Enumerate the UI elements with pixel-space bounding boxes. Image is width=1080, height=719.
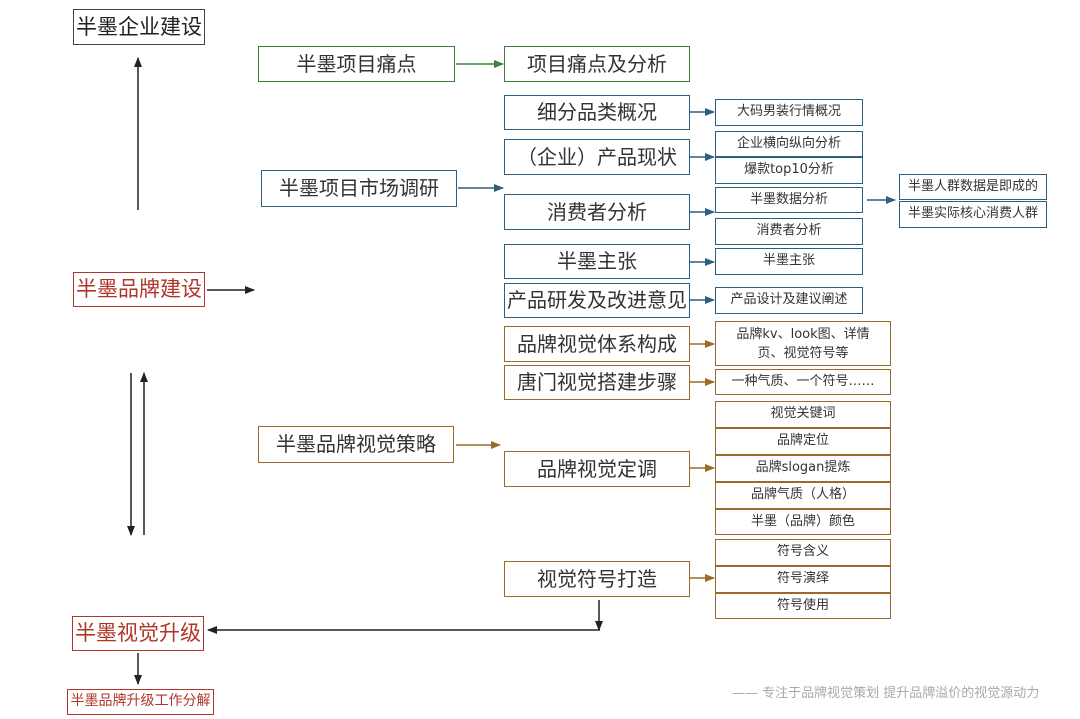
visual-tone-node: 品牌视觉定调 xyxy=(504,451,690,487)
banmo-data-analysis-node: 半墨数据分析 xyxy=(715,187,863,213)
consumer-group-node: 半墨人群数据是即成的 xyxy=(899,174,1047,200)
visual-symbol-node: 视觉符号打造 xyxy=(504,561,690,597)
big-size-market-node: 大码男装行情概况 xyxy=(715,99,863,126)
horizontal-vertical-analysis-node: 企业横向纵向分析 xyxy=(715,131,863,157)
top10-analysis-node: 爆款top10分析 xyxy=(715,157,863,184)
product-status-node: （企业）产品现状 xyxy=(504,139,690,175)
tone-item-positioning: 品牌定位 xyxy=(715,428,891,455)
footer-slogan: —— 专注于品牌视觉策划 提升品牌溢价的视觉源动力 xyxy=(732,686,1040,701)
visual-strategy-node: 半墨品牌视觉策略 xyxy=(258,426,454,463)
tone-item-color: 半墨（品牌）颜色 xyxy=(715,509,891,535)
pain-point-node: 半墨项目痛点 xyxy=(258,46,455,82)
core-consumer-node: 半墨实际核心消费人群 xyxy=(899,201,1047,228)
visual-upgrade-node: 半墨视觉升级 xyxy=(72,616,204,651)
tone-item-keywords: 视觉关键词 xyxy=(715,401,891,428)
pain-analysis-node: 项目痛点及分析 xyxy=(504,46,690,82)
brand-proposition-node: 半墨主张 xyxy=(504,244,690,279)
tone-item-personality: 品牌气质（人格） xyxy=(715,482,891,509)
rd-suggestion-node: 产品研发及改进意见 xyxy=(504,283,690,318)
product-design-node: 产品设计及建议阐述 xyxy=(715,287,863,314)
symbol-item-interpretation: 符号演绎 xyxy=(715,566,891,593)
upgrade-breakdown-node: 半墨品牌升级工作分解 xyxy=(67,689,214,715)
brand-building-node: 半墨品牌建设 xyxy=(73,272,205,307)
category-overview-node: 细分品类概况 xyxy=(504,95,690,130)
enterprise-building-node: 半墨企业建设 xyxy=(73,9,205,45)
tangmen-steps-node: 唐门视觉搭建步骤 xyxy=(504,365,690,400)
symbol-item-usage: 符号使用 xyxy=(715,593,891,619)
tangmen-detail-node: 一种气质、一个符号…… xyxy=(715,369,891,395)
visual-system-detail-node: 品牌kv、look图、详情页、视觉符号等 xyxy=(715,321,891,366)
symbol-item-meaning: 符号含义 xyxy=(715,539,891,566)
consumer-analysis-node: 消费者分析 xyxy=(504,194,690,230)
proposition-sub-node: 半墨主张 xyxy=(715,248,863,275)
visual-system-node: 品牌视觉体系构成 xyxy=(504,326,690,362)
consumer-analysis-sub-node: 消费者分析 xyxy=(715,218,863,245)
market-research-node: 半墨项目市场调研 xyxy=(261,170,457,207)
tone-item-slogan: 品牌slogan提炼 xyxy=(715,455,891,482)
